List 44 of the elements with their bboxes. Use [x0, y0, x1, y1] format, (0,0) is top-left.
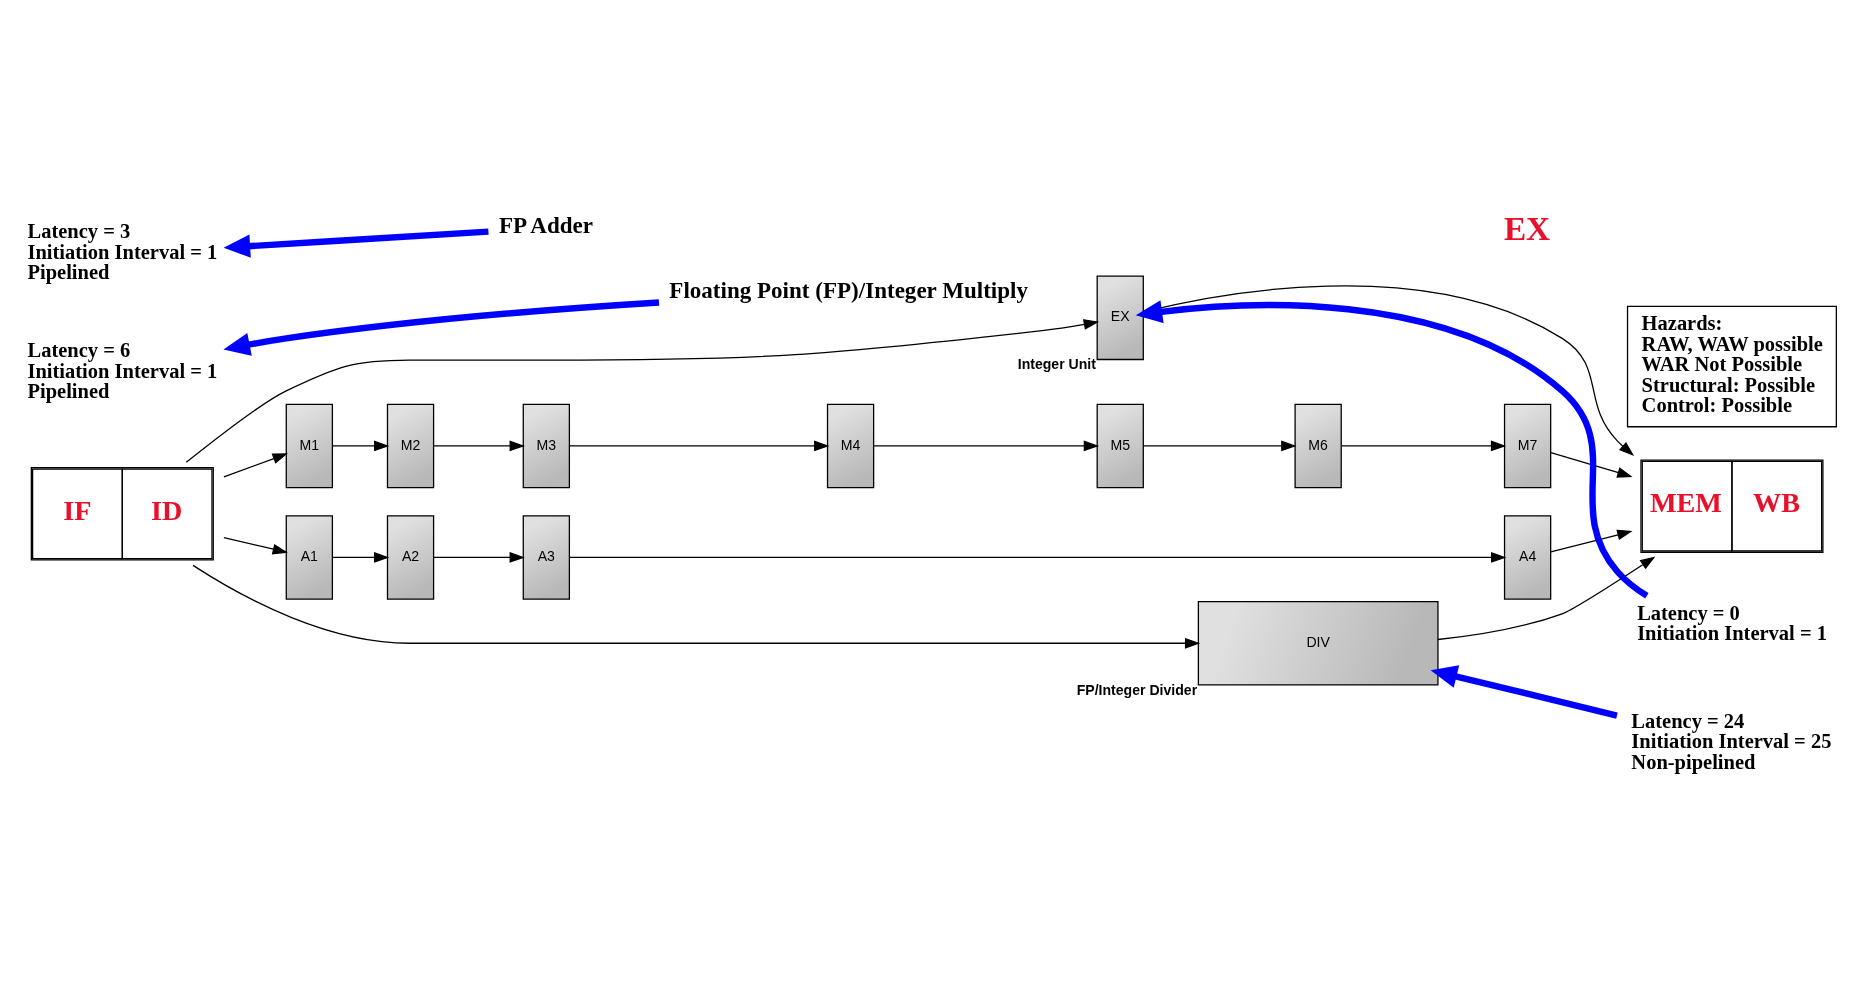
arrow — [192, 564, 1201, 649]
node-box: DIV — [1197, 600, 1439, 685]
node-box: M6 — [1294, 403, 1342, 488]
node-text: FP Adder — [498, 211, 594, 238]
arrow — [331, 440, 390, 451]
node-text: Latency = 0 Initiation Interval = 1 — [1637, 601, 1827, 644]
node-text: Latency = 3 Initiation Interval = 1 Pipelined — [27, 219, 218, 283]
arrow — [1550, 451, 1633, 478]
node-box: M1 — [285, 403, 334, 488]
arrow — [1142, 440, 1297, 451]
arrow — [1430, 664, 1618, 719]
arrow — [568, 551, 1507, 563]
node-label: FP/Integer Divider — [1076, 681, 1198, 698]
node-label: Integer Unit — [1017, 355, 1096, 372]
arrow — [433, 440, 525, 451]
label: EX — [1503, 209, 1551, 247]
arrow — [223, 452, 288, 478]
arrow — [223, 298, 660, 356]
arrow — [223, 227, 489, 258]
node-box: M3 — [522, 403, 571, 488]
node-box: A3 — [522, 514, 571, 600]
node-box: A2 — [386, 514, 435, 600]
node-box: M4 — [826, 403, 875, 488]
node-text: Latency = 6 Initiation Interval = 1 Pipelined — [27, 338, 218, 402]
arrow — [1135, 299, 1649, 598]
node-box: M7 — [1503, 403, 1552, 488]
arrow — [185, 318, 1100, 463]
node-box: M5 — [1096, 403, 1144, 488]
arrow — [1437, 555, 1656, 640]
node-box: EX — [1096, 275, 1144, 360]
node-box: M2 — [386, 403, 435, 488]
node-text: Floating Point (FP)/Integer Multiply — [669, 276, 1029, 303]
arrow — [433, 551, 525, 563]
arrow — [1340, 440, 1507, 451]
arrow — [1142, 285, 1635, 456]
node-box: A1 — [285, 514, 334, 600]
arrow — [1550, 529, 1633, 552]
node-box: Hazards: RAW, WAW possible WAR Not Possible Structural: Possible Control: Possible — [1626, 305, 1837, 427]
node-text: Latency = 24 Initiation Interval = 25 Non-pipelined — [1631, 709, 1832, 773]
arrow — [873, 440, 1100, 451]
arrow — [569, 440, 830, 451]
node-box: A4 — [1503, 514, 1552, 600]
arrow — [223, 536, 288, 554]
arrow — [331, 551, 390, 563]
